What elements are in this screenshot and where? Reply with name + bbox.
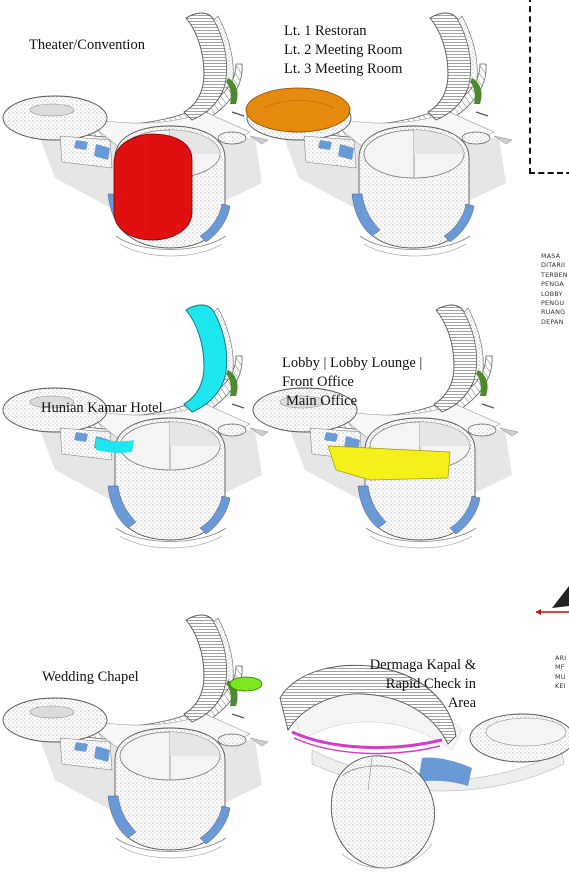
- label-lobby-line1: Lobby | Lobby Lounge |: [282, 354, 422, 373]
- diagram-wedding-chapel: [3, 615, 268, 858]
- label-dermaga-line1: Dermaga Kapal &: [340, 656, 476, 675]
- legend-frame-fragment: [529, 0, 569, 174]
- side-note-line: KEI: [555, 682, 566, 691]
- label-theater-convention: Theater/Convention: [29, 36, 145, 55]
- side-note-line: PENGU: [541, 299, 568, 308]
- side-note-line: TERBEN: [541, 271, 568, 280]
- side-note-line: MASA: [541, 252, 568, 261]
- diagram-lobby: [253, 305, 518, 548]
- side-note-line: MF: [555, 663, 566, 672]
- label-dermaga-line3: Area: [340, 694, 476, 713]
- side-note-block2: ARI MF MU KEI: [555, 654, 566, 692]
- label-restoran-line2: Lt. 2 Meeting Room: [284, 41, 402, 60]
- side-note-line: DITARII: [541, 261, 568, 270]
- label-hunian-kamar-hotel: Hunian Kamar Hotel: [41, 399, 163, 418]
- label-lobby-line2: Front Office: [282, 373, 354, 392]
- side-note-line: RUANG: [541, 308, 568, 317]
- side-note-line: LOBBY: [541, 290, 568, 299]
- label-wedding-chapel: Wedding Chapel: [42, 668, 139, 687]
- side-note-block1: MASA DITARII TERBEN PENGA LOBBY PENGU RU…: [541, 252, 568, 327]
- side-note-line: DEPAN: [541, 318, 568, 327]
- label-restoran-line1: Lt. 1 Restoran: [284, 22, 367, 41]
- north-arrow-fragment: [536, 586, 569, 615]
- side-note-line: ARI: [555, 654, 566, 663]
- theater-highlight: [114, 134, 192, 240]
- label-restoran-line3: Lt. 3 Meeting Room: [284, 60, 402, 79]
- side-note-line: PENGA: [541, 280, 568, 289]
- label-dermaga-line2: Rapid Check in: [340, 675, 476, 694]
- side-note-line: MU: [555, 673, 566, 682]
- restaurant-highlight: [246, 88, 350, 132]
- label-lobby-line3: Main Office: [286, 392, 357, 411]
- chapel-highlight: [230, 677, 262, 691]
- diagram-hunian-kamar-hotel: [3, 305, 268, 548]
